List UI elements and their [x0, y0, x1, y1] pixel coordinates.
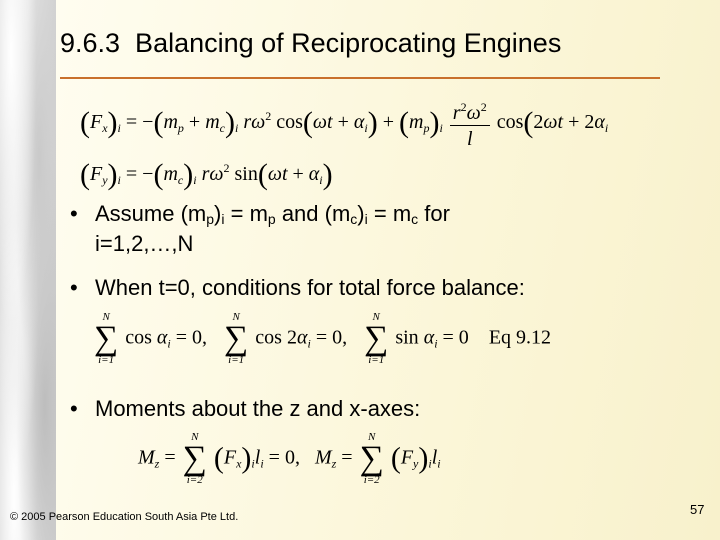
slide-title: 9.6.3 Balancing of Reciprocating Engines: [60, 28, 562, 58]
bullet-force-balance: • When t=0, conditions for total force b…: [70, 273, 670, 303]
bullet-dot: •: [70, 275, 78, 300]
slide-background: [56, 0, 720, 540]
equation-label: Eq 9.12: [488, 326, 552, 349]
marble-sidebar: [0, 0, 56, 540]
equation-fy: (Fy)i = −(mc)i rω2 sin(ωt + αi): [80, 158, 333, 191]
bullet-assume: • Assume (mp)i = mp and (mc)i = mc for i…: [70, 199, 670, 261]
equation-force-balance: N∑i=1 cos αi = 0, N∑i=1 cos 2αi = 0, N∑i…: [94, 311, 552, 366]
bullet-moments: • Moments about the z and x-axes:: [70, 394, 670, 424]
copyright-footer: © 2005 Pearson Education South Asia Pte …: [10, 511, 239, 523]
bullet-assume-line2: i=1,2,…,N: [95, 231, 194, 256]
equation-fx: (Fx)i = −(mp + mc)i rω2 cos(ωt + αi) + (…: [80, 95, 608, 152]
bullet-dot: •: [70, 201, 78, 226]
equation-moments: Mz = N∑i=2 (Fx)ili = 0, Mz = N∑i=2 (Fy)i…: [138, 431, 441, 486]
title-underline: [60, 77, 660, 79]
page-number: 57: [690, 502, 705, 517]
bullet-dot: •: [70, 396, 78, 421]
